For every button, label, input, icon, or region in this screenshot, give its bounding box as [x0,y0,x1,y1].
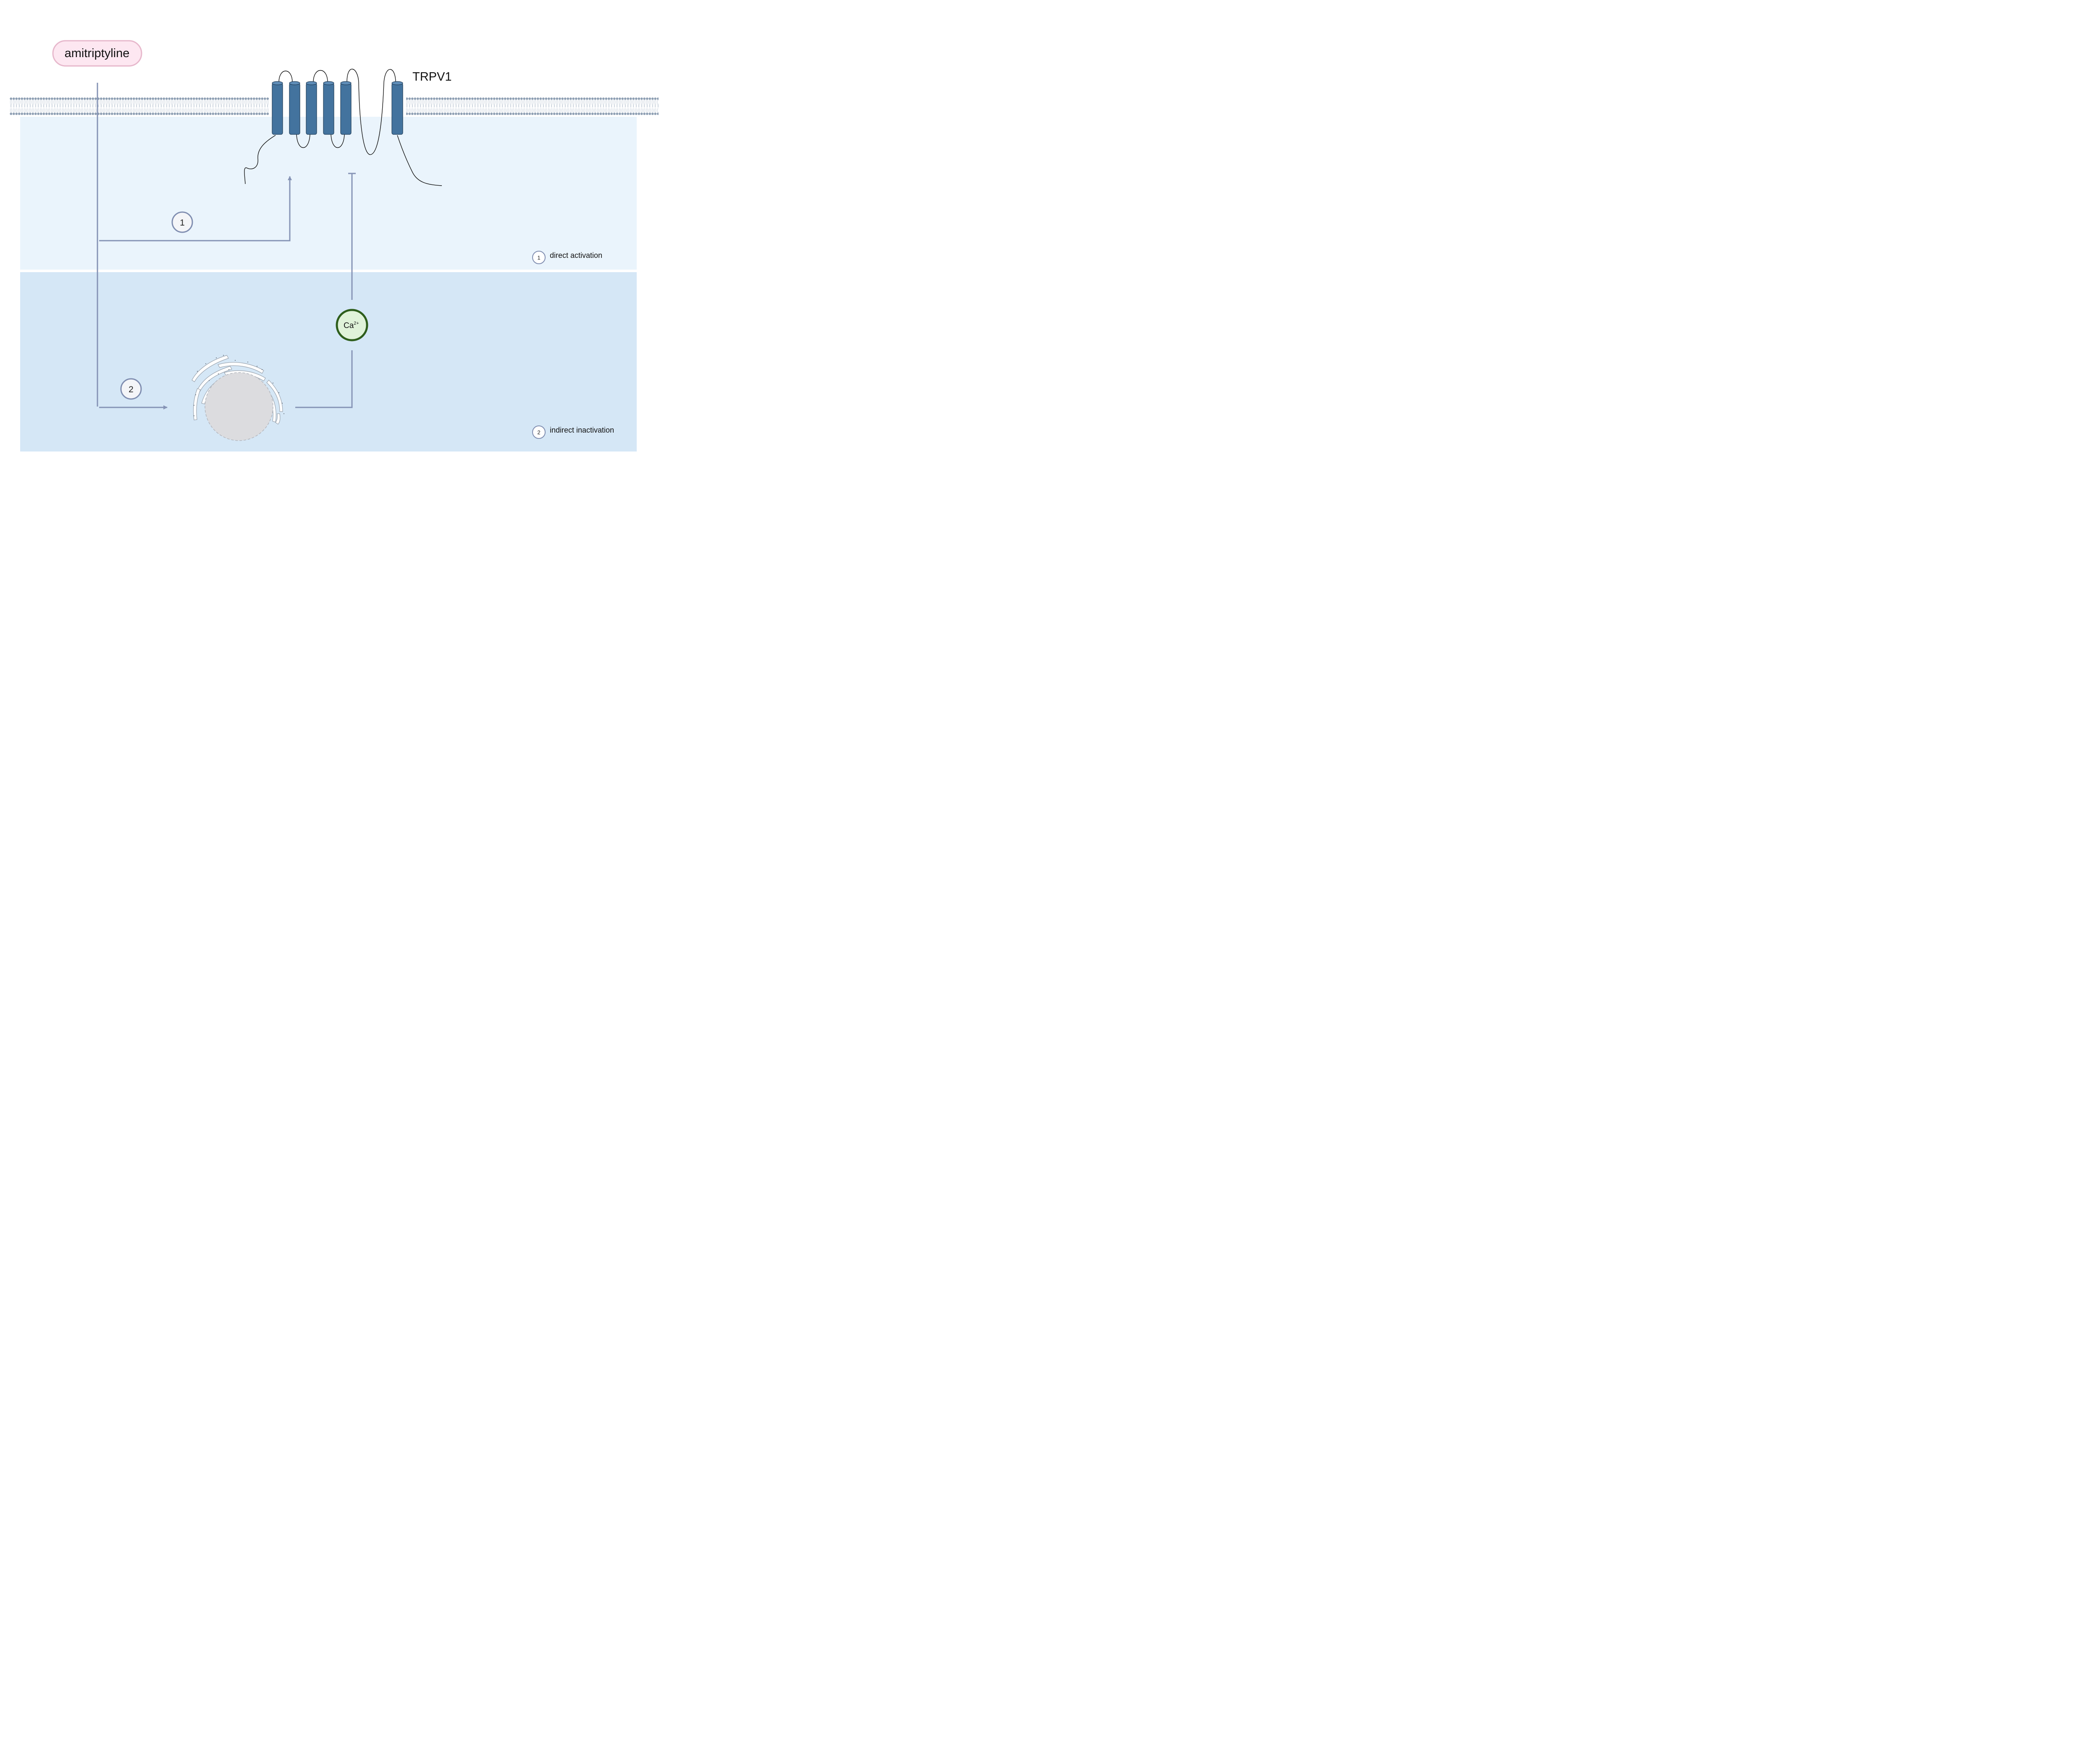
drug-label: amitriptyline [65,47,130,60]
step-badge-2: 2 [120,378,142,400]
legend-badge [532,251,546,264]
extracellular-loop [346,68,359,83]
legend-label: direct activation [550,251,602,260]
intracellular-loop [331,134,345,148]
pore-loop [358,82,384,155]
step-badge-number: 2 [129,385,134,394]
legend: 1 direct activation 2 indirect inactivat… [532,251,614,439]
pathway-diagram: TRPV1 amitriptyline 1 2 Ca2+ [0,0,659,461]
transmembrane-helix-icon [272,81,283,135]
c-terminus-tail [397,135,442,186]
transmembrane-helix-icon [306,81,317,135]
step-badge-1: 1 [171,211,193,233]
er-to-calcium-line [295,350,353,408]
extracellular-loop [313,70,328,83]
extracellular-loop [278,71,293,83]
trpv1-channel [244,68,442,186]
legend-label: indirect inactivation [550,426,614,434]
legend-badge-number: 2 [537,429,540,436]
svg-text:Ca2+: Ca2+ [344,321,359,330]
legend-item-1: 1 direct activation [532,251,602,264]
intracellular-loop [296,134,310,148]
diagram-canvas: TRPV1 amitriptyline 1 2 Ca2+ [10,40,659,452]
ion-charge: 2+ [354,321,359,326]
transmembrane-helix-icon [391,81,403,135]
legend-badge-number: 1 [537,255,540,261]
drug-node: amitriptyline [52,40,142,67]
transmembrane-helix-icon [323,81,334,135]
lipid-bilayer-icon [10,96,659,117]
cytoplasm-upper-zone [20,117,637,270]
legend-item-2: 2 indirect inactivation [532,425,614,439]
transmembrane-helix-icon [289,81,300,135]
extracellular-loop [383,69,396,83]
n-terminus-tail [244,135,276,184]
activation-arrow [99,176,292,242]
legend-badge [532,425,546,439]
transmembrane-helix-icon [340,81,352,135]
cytoplasm-lower-zone [20,272,637,452]
pathway-lines [97,83,356,410]
calcium-ion-icon: Ca2+ [336,309,368,341]
ion-symbol: Ca [344,321,354,330]
transmembrane-helices [272,81,403,135]
drug-pill [52,40,142,67]
step-badge-number: 1 [180,218,185,228]
nucleus-icon [205,372,273,441]
endoplasmic-reticulum-icon [192,355,284,441]
channel-label: TRPV1 [412,70,452,84]
